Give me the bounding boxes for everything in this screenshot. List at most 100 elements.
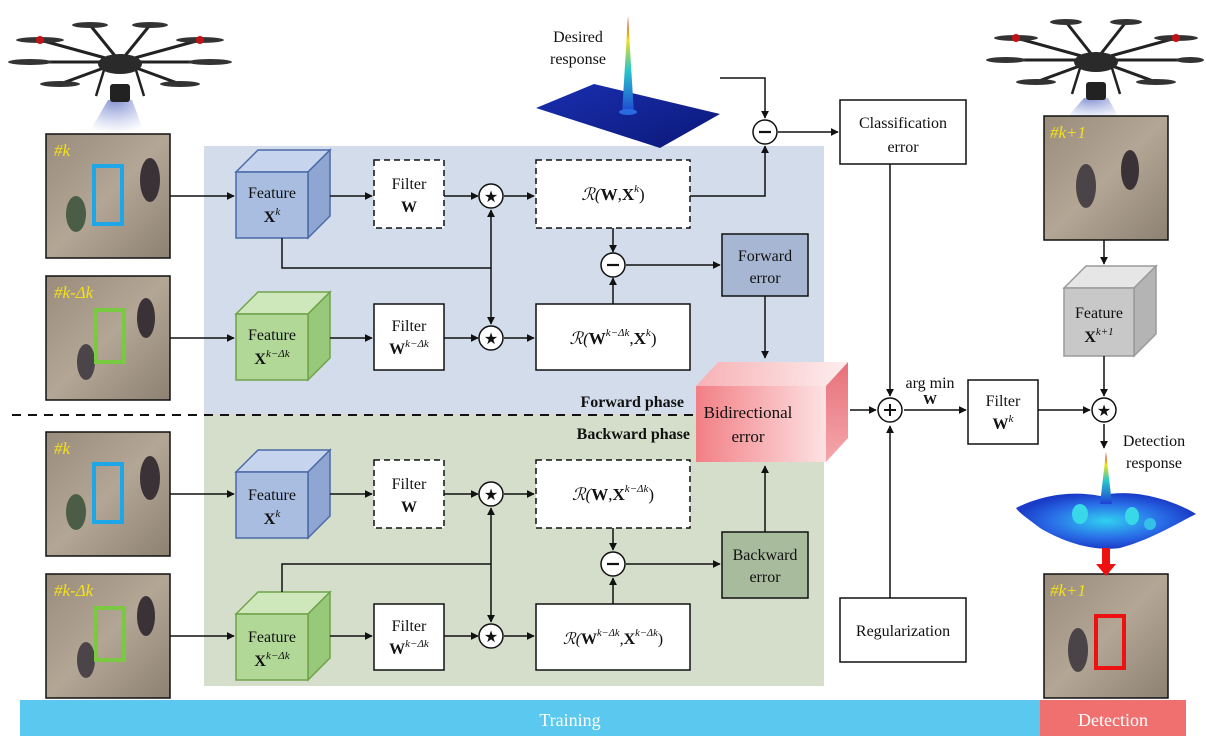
svg-text:Filter: Filter	[986, 393, 1021, 410]
filter-wkdk-forward: Filter Wk−Δk	[373, 303, 445, 371]
frame-label: #k+1	[1050, 123, 1086, 142]
frame-label: #k	[54, 439, 71, 458]
svg-text:Filter: Filter	[392, 318, 427, 335]
cube-sup: k−Δk	[266, 348, 291, 360]
svg-text:★: ★	[484, 189, 498, 206]
forward-phase-label: Forward phase	[580, 394, 684, 411]
filter-w-forward: Filter W	[373, 159, 445, 229]
argmin-label: arg min	[905, 375, 954, 392]
svg-text:W: W	[401, 199, 417, 216]
detection-label: Detection	[1078, 710, 1148, 730]
svg-text:Backward: Backward	[733, 547, 798, 564]
drone-icon	[986, 19, 1204, 130]
svg-text:★: ★	[484, 629, 498, 646]
frame-label: #k+1	[1050, 581, 1086, 600]
svg-text:Classification: Classification	[859, 115, 947, 132]
cube-sup: k−Δk	[266, 650, 291, 662]
frame-k1-detection: #k+1	[1043, 573, 1169, 699]
svg-text:error: error	[749, 270, 781, 287]
svg-text:Wk−Δk: Wk−Δk	[389, 638, 430, 658]
filter-wk-detection: Filter Wk	[967, 379, 1039, 445]
bidirectional-error-box: Bidirectional error	[696, 362, 848, 462]
frame-kdk-forward: #k-Δk	[45, 275, 171, 401]
cube-sup: k	[275, 508, 281, 520]
svg-text:error: error	[731, 427, 764, 446]
svg-text:Filter: Filter	[392, 618, 427, 635]
filter-w-backward: Filter W	[373, 459, 445, 529]
cube-math: X	[254, 653, 266, 670]
cube-math: X	[1084, 329, 1096, 346]
detection-response-label-1: Detection	[1123, 433, 1185, 450]
svg-text:error: error	[749, 569, 781, 586]
svg-text:ℛ(Wk−Δk,Xk−Δk): ℛ(Wk−Δk,Xk−Δk)	[563, 628, 663, 648]
svg-text:Bidirectional: Bidirectional	[704, 403, 793, 422]
frame-label: #k	[54, 141, 71, 160]
svg-text:error: error	[887, 139, 919, 156]
frame-k1-input: #k+1	[1043, 115, 1169, 241]
subtract-icon	[600, 551, 626, 577]
cube-math: X	[254, 351, 266, 368]
backward-error-box: Backward error	[721, 531, 809, 599]
backward-phase-label: Backward phase	[577, 426, 690, 443]
feature-cube-xk-forward: Feature Xk	[234, 148, 332, 240]
subtract-icon	[752, 119, 778, 145]
svg-text:W: W	[401, 499, 417, 516]
frame-k-forward: #k	[45, 133, 171, 259]
cube-label: Feature	[248, 185, 296, 202]
argmin-sub: W	[923, 393, 937, 408]
forward-error-box: Forward error	[721, 233, 809, 297]
svg-text:Xk−Δk: Xk−Δk	[254, 348, 290, 368]
frame-label: #k-Δk	[54, 283, 94, 302]
svg-text:Wk: Wk	[993, 413, 1015, 433]
svg-text:Forward: Forward	[738, 248, 792, 265]
correlation-star-icon: ★	[1091, 397, 1117, 423]
feature-cube-xk-backward: Feature Xk	[234, 448, 332, 540]
filter-wkdk-backward: Filter Wk−Δk	[373, 603, 445, 671]
cube-label: Feature	[248, 327, 296, 344]
correlation-star-icon: ★	[478, 481, 504, 507]
cube-label: Feature	[248, 487, 296, 504]
cube-label: Feature	[248, 629, 296, 646]
correlation-star-icon: ★	[478, 183, 504, 209]
feature-cube-xkdk-forward: Feature Xk−Δk	[234, 290, 332, 382]
subtract-icon	[600, 252, 626, 278]
training-label: Training	[539, 710, 600, 730]
desired-response-label-2: response	[550, 51, 606, 68]
svg-text:★: ★	[484, 331, 498, 348]
response-peak-icon	[536, 16, 720, 148]
cube-sup: k	[275, 206, 281, 218]
drone-icon	[8, 22, 232, 148]
detection-map-icon	[1016, 452, 1196, 549]
response-box-backward-2: ℛ(Wk−Δk,Xk−Δk)	[535, 603, 691, 671]
regularization-box: Regularization	[839, 597, 967, 663]
svg-text:Xk−Δk: Xk−Δk	[254, 650, 290, 670]
correlation-star-icon: ★	[478, 325, 504, 351]
feature-cube-xkdk-backward: Feature Xk−Δk	[234, 590, 332, 682]
detection-bar	[1040, 700, 1186, 736]
cube-math: X	[264, 511, 276, 528]
svg-text:ℛ(W,Xk): ℛ(W,Xk)	[581, 183, 644, 204]
frame-kdk-backward: #k-Δk	[45, 573, 171, 699]
training-bar	[20, 700, 1040, 736]
svg-text:Xk+1: Xk+1	[1084, 326, 1113, 346]
svg-text:Wk−Δk: Wk−Δk	[389, 338, 430, 358]
svg-text:Regularization: Regularization	[856, 623, 950, 640]
cube-sup: k+1	[1096, 326, 1114, 338]
svg-text:★: ★	[1097, 403, 1111, 420]
svg-text:Xk: Xk	[264, 206, 282, 226]
response-box-backward-1: ℛ(W,Xk−Δk)	[535, 459, 691, 529]
svg-text:★: ★	[484, 487, 498, 504]
svg-text:Filter: Filter	[392, 176, 427, 193]
svg-text:ℛ(Wk−Δk,Xk): ℛ(Wk−Δk,Xk)	[570, 327, 657, 348]
svg-text:Filter: Filter	[392, 476, 427, 493]
add-icon	[877, 397, 903, 423]
svg-text:ℛ(W,Xk−Δk): ℛ(W,Xk−Δk)	[572, 483, 654, 504]
frame-k-backward: #k	[45, 431, 171, 557]
detection-response-label-2: response	[1126, 455, 1182, 472]
svg-text:Xk: Xk	[264, 508, 282, 528]
response-box-forward-1: ℛ(W,Xk)	[535, 159, 691, 229]
feature-cube-xk1: Feature Xk+1	[1062, 264, 1158, 358]
cube-label: Feature	[1075, 305, 1123, 322]
frame-label: #k-Δk	[54, 581, 94, 600]
correlation-star-icon: ★	[478, 623, 504, 649]
